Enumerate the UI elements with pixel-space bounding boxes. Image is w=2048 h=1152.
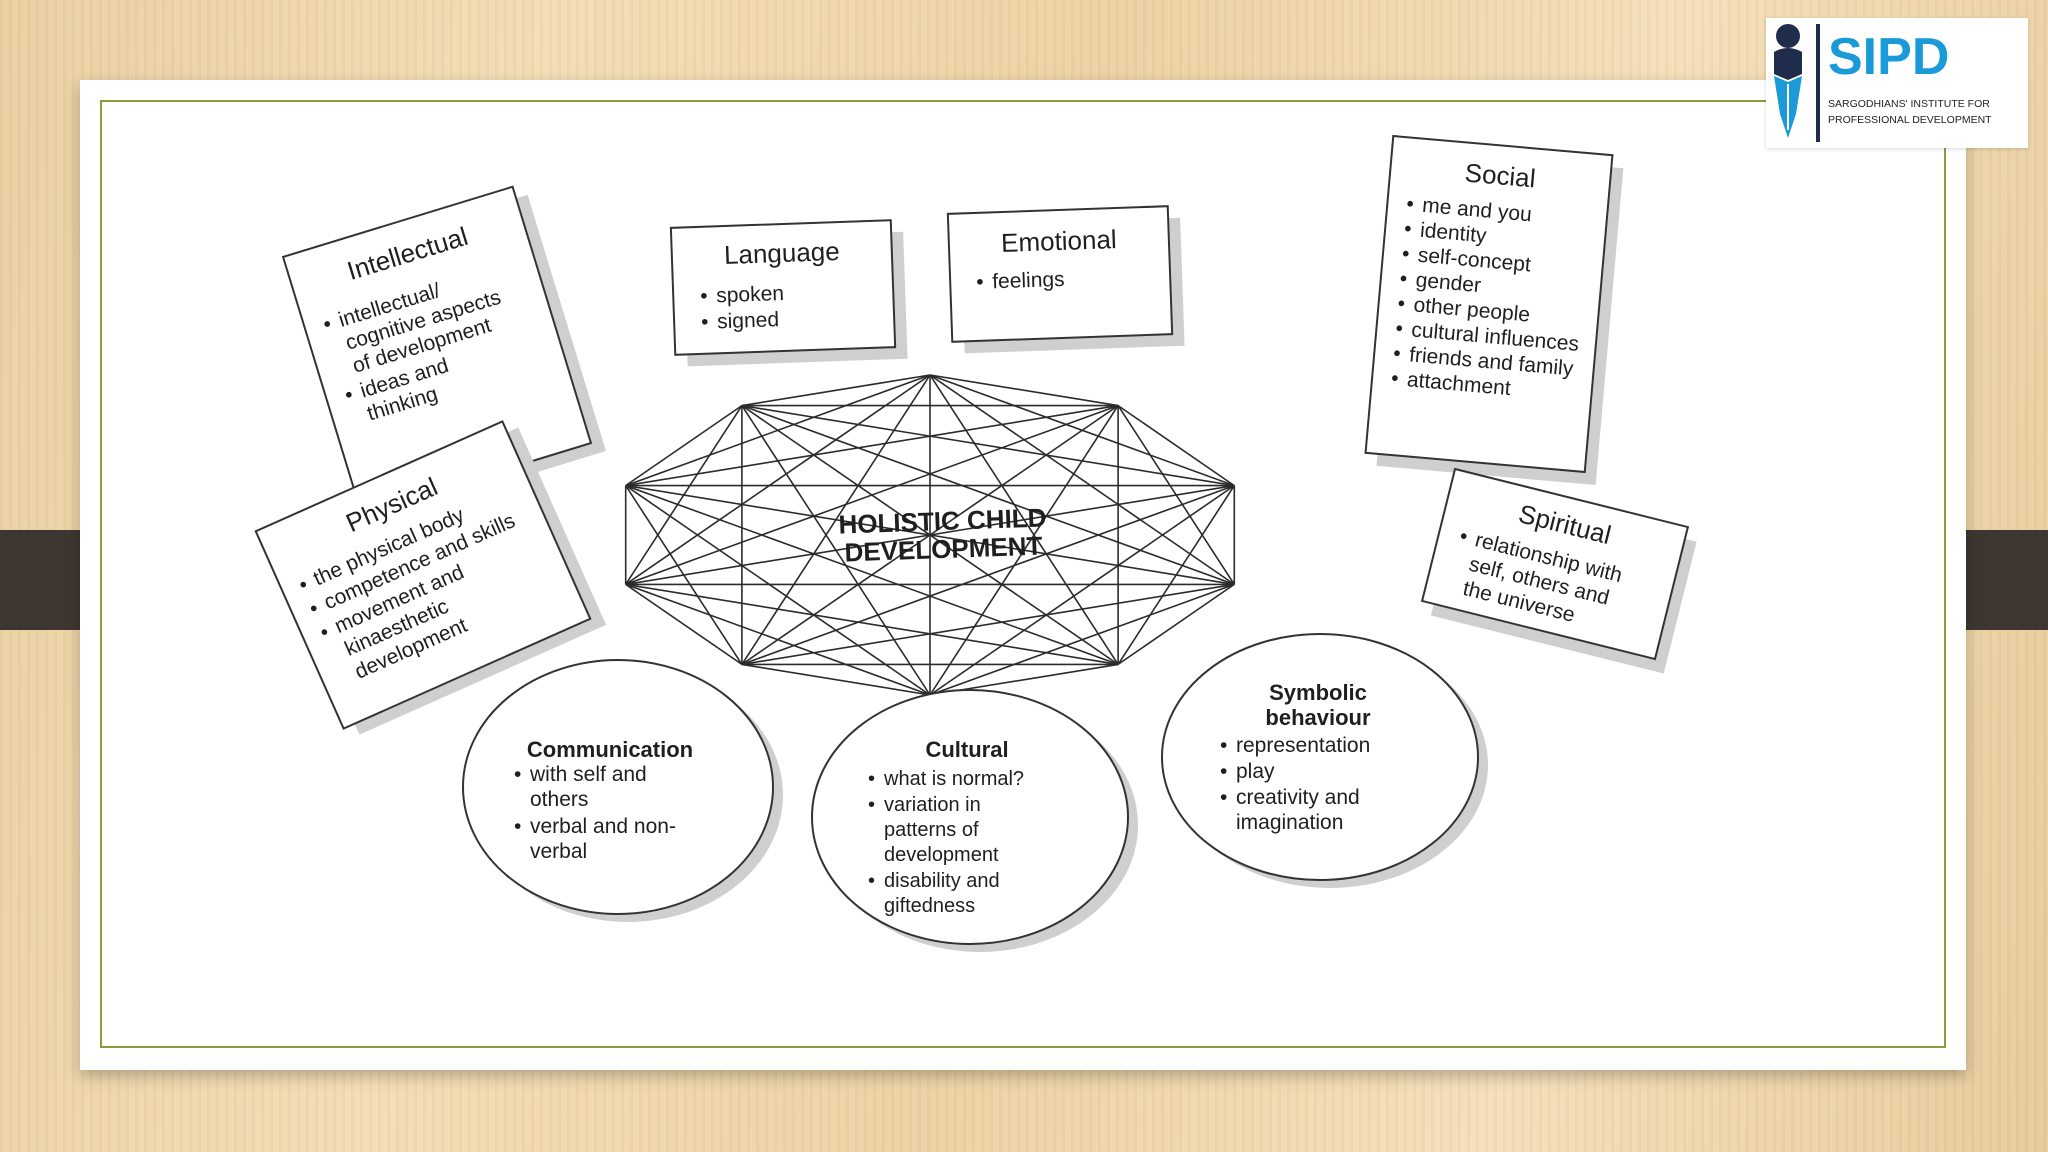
sipd-logo: SIPD SARGODHIANS' INSTITUTE FOR PROFESSI… [1766, 18, 2028, 148]
cultural-title: Cultural [925, 737, 1008, 762]
symbolic-title-2: behaviour [1265, 705, 1371, 730]
network-line [929, 374, 1235, 487]
network-line [1117, 485, 1235, 665]
communication-circle: Communication •with self and others •ver… [462, 659, 783, 922]
network-line [741, 484, 1235, 666]
logo-line-1: SARGODHIANS' INSTITUTE FOR [1828, 98, 1990, 110]
center-label: HOLISTIC CHILD DEVELOPMENT [838, 502, 1047, 568]
center-line-2: DEVELOPMENT [844, 531, 1043, 568]
network-line [625, 404, 1119, 487]
network-line [929, 374, 1119, 407]
network-line [741, 374, 931, 407]
symbolic-circle: Symbolic behaviour •representation •play… [1161, 633, 1488, 888]
network-line [625, 404, 743, 487]
language-title: Language [723, 236, 840, 270]
network-line [741, 404, 1235, 487]
network-line [625, 583, 1119, 666]
holistic-development-diagram: HOLISTIC CHILD DEVELOPMENT Intellectual … [254, 134, 1697, 952]
logo-divider [1816, 24, 1820, 142]
spiritual-box: Spiritual •relationship with self, other… [1420, 467, 1697, 674]
emotional-box: Emotional •feelings [946, 205, 1185, 354]
network-line [1117, 404, 1235, 487]
network-line [625, 374, 931, 487]
pen-nib-person-icon [1774, 24, 1802, 138]
network-line [625, 374, 931, 586]
network-line [741, 374, 931, 665]
symbolic-title-1: Symbolic [1269, 680, 1367, 705]
cultural-items: •what is normal? •variation in patterns … [868, 768, 1030, 917]
language-items: •spoken •signed [700, 282, 791, 334]
network-line [625, 484, 931, 696]
communication-title: Communication [527, 737, 693, 762]
cultural-circle: Cultural •what is normal? •variation in … [811, 689, 1138, 952]
network-line [741, 583, 1235, 666]
slide-frame-border [100, 100, 1946, 1048]
emotional-items: •feelings [976, 268, 1065, 294]
network-line [625, 583, 743, 666]
language-box: Language •spoken •signed [669, 219, 908, 367]
network-line [625, 484, 1235, 586]
logo-line-2: PROFESSIONAL DEVELOPMENT [1828, 114, 1992, 126]
network-line [625, 404, 1119, 586]
center-line-1: HOLISTIC CHILD [838, 502, 1047, 539]
network-line [929, 374, 1235, 586]
social-box: Social •me and you •identity •self-conce… [1364, 134, 1624, 485]
social-title: Social [1464, 157, 1537, 193]
logo-acronym: SIPD [1828, 28, 1949, 86]
network-line [929, 484, 1235, 696]
network-line [625, 405, 743, 585]
physical-box: Physical •the physical body •competence … [254, 420, 607, 735]
symbolic-items: •representation •play •creativity and im… [1220, 734, 1376, 834]
communication-items: •with self and others •verbal and non- v… [514, 763, 682, 863]
network-line [929, 405, 1119, 696]
network-line [741, 663, 931, 696]
network-line [1117, 583, 1235, 666]
emotional-title: Emotional [1001, 224, 1118, 258]
connection-network [624, 374, 1236, 696]
